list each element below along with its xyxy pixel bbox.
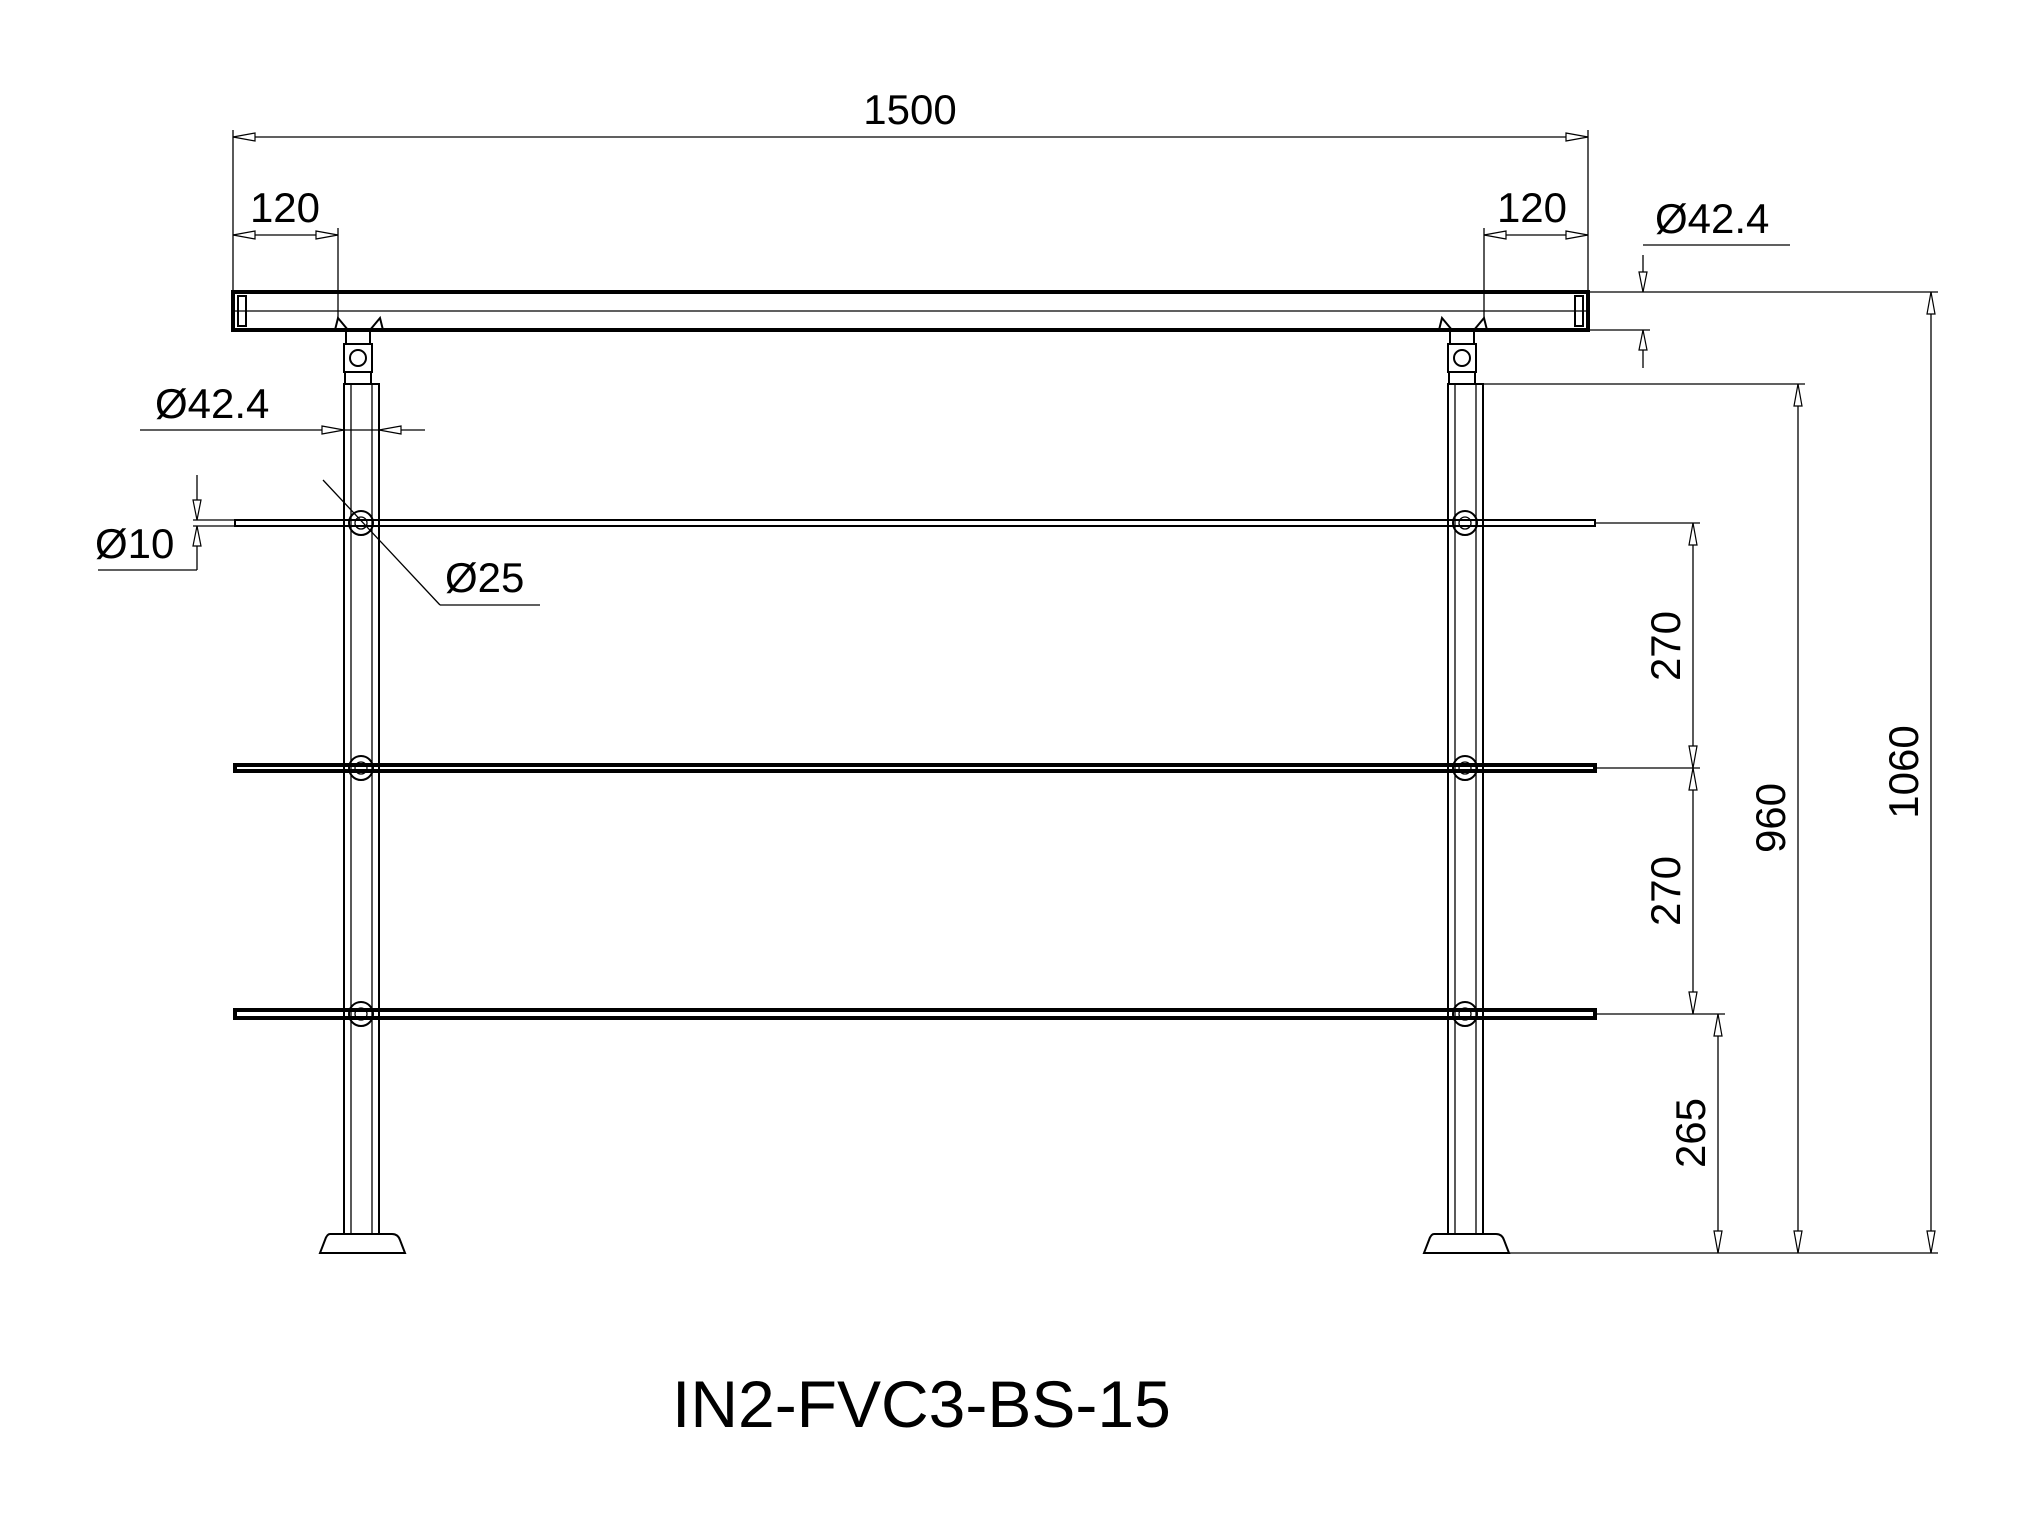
bar-holders: [348, 510, 1478, 1027]
horizontal-bars: [233, 519, 1597, 1020]
dim-total-height: 1060: [1509, 291, 1938, 1254]
post-height-label: 960: [1747, 783, 1794, 853]
total-width-label: 1500: [863, 86, 956, 133]
handrail: [231, 290, 1590, 332]
dim-left-offset: 120: [232, 184, 339, 318]
dim-total-width: 1500: [232, 86, 1589, 292]
dim-bar-holder-diameter: Ø25: [322, 479, 540, 606]
model-code-title: IN2-FVC3-BS-15: [672, 1367, 1171, 1441]
handrail-diameter-label: Ø42.4: [1655, 195, 1769, 242]
top-bar: [234, 519, 1596, 527]
dim-post-height: 960: [1483, 383, 1805, 1254]
post-diameter-label: Ø42.4: [155, 380, 269, 427]
dim-bar-diameter: Ø10: [95, 475, 235, 571]
right-post: [1422, 315, 1511, 1254]
dim-bottom-bar-height: 265: [1667, 1013, 1725, 1254]
bottom-bar-height-label: 265: [1667, 1098, 1714, 1168]
bar-spacing-lower-label: 270: [1642, 856, 1689, 926]
dim-post-diameter: Ø42.4: [140, 380, 425, 435]
total-height-label: 1060: [1880, 725, 1927, 818]
dim-right-offset: 120: [1483, 184, 1589, 318]
bar-holder-diameter-label: Ø25: [445, 554, 524, 601]
left-offset-label: 120: [250, 184, 320, 231]
bottom-bar: [233, 1008, 1597, 1020]
middle-bar: [233, 763, 1597, 773]
bar-spacing-upper-label: 270: [1642, 611, 1689, 681]
right-offset-label: 120: [1497, 184, 1567, 231]
bar-diameter-label: Ø10: [95, 520, 174, 567]
left-post: [318, 315, 407, 1254]
dim-handrail-diameter: Ø42.4: [1588, 195, 1790, 368]
dim-bar-spacing: 270 270: [1595, 522, 1700, 1015]
